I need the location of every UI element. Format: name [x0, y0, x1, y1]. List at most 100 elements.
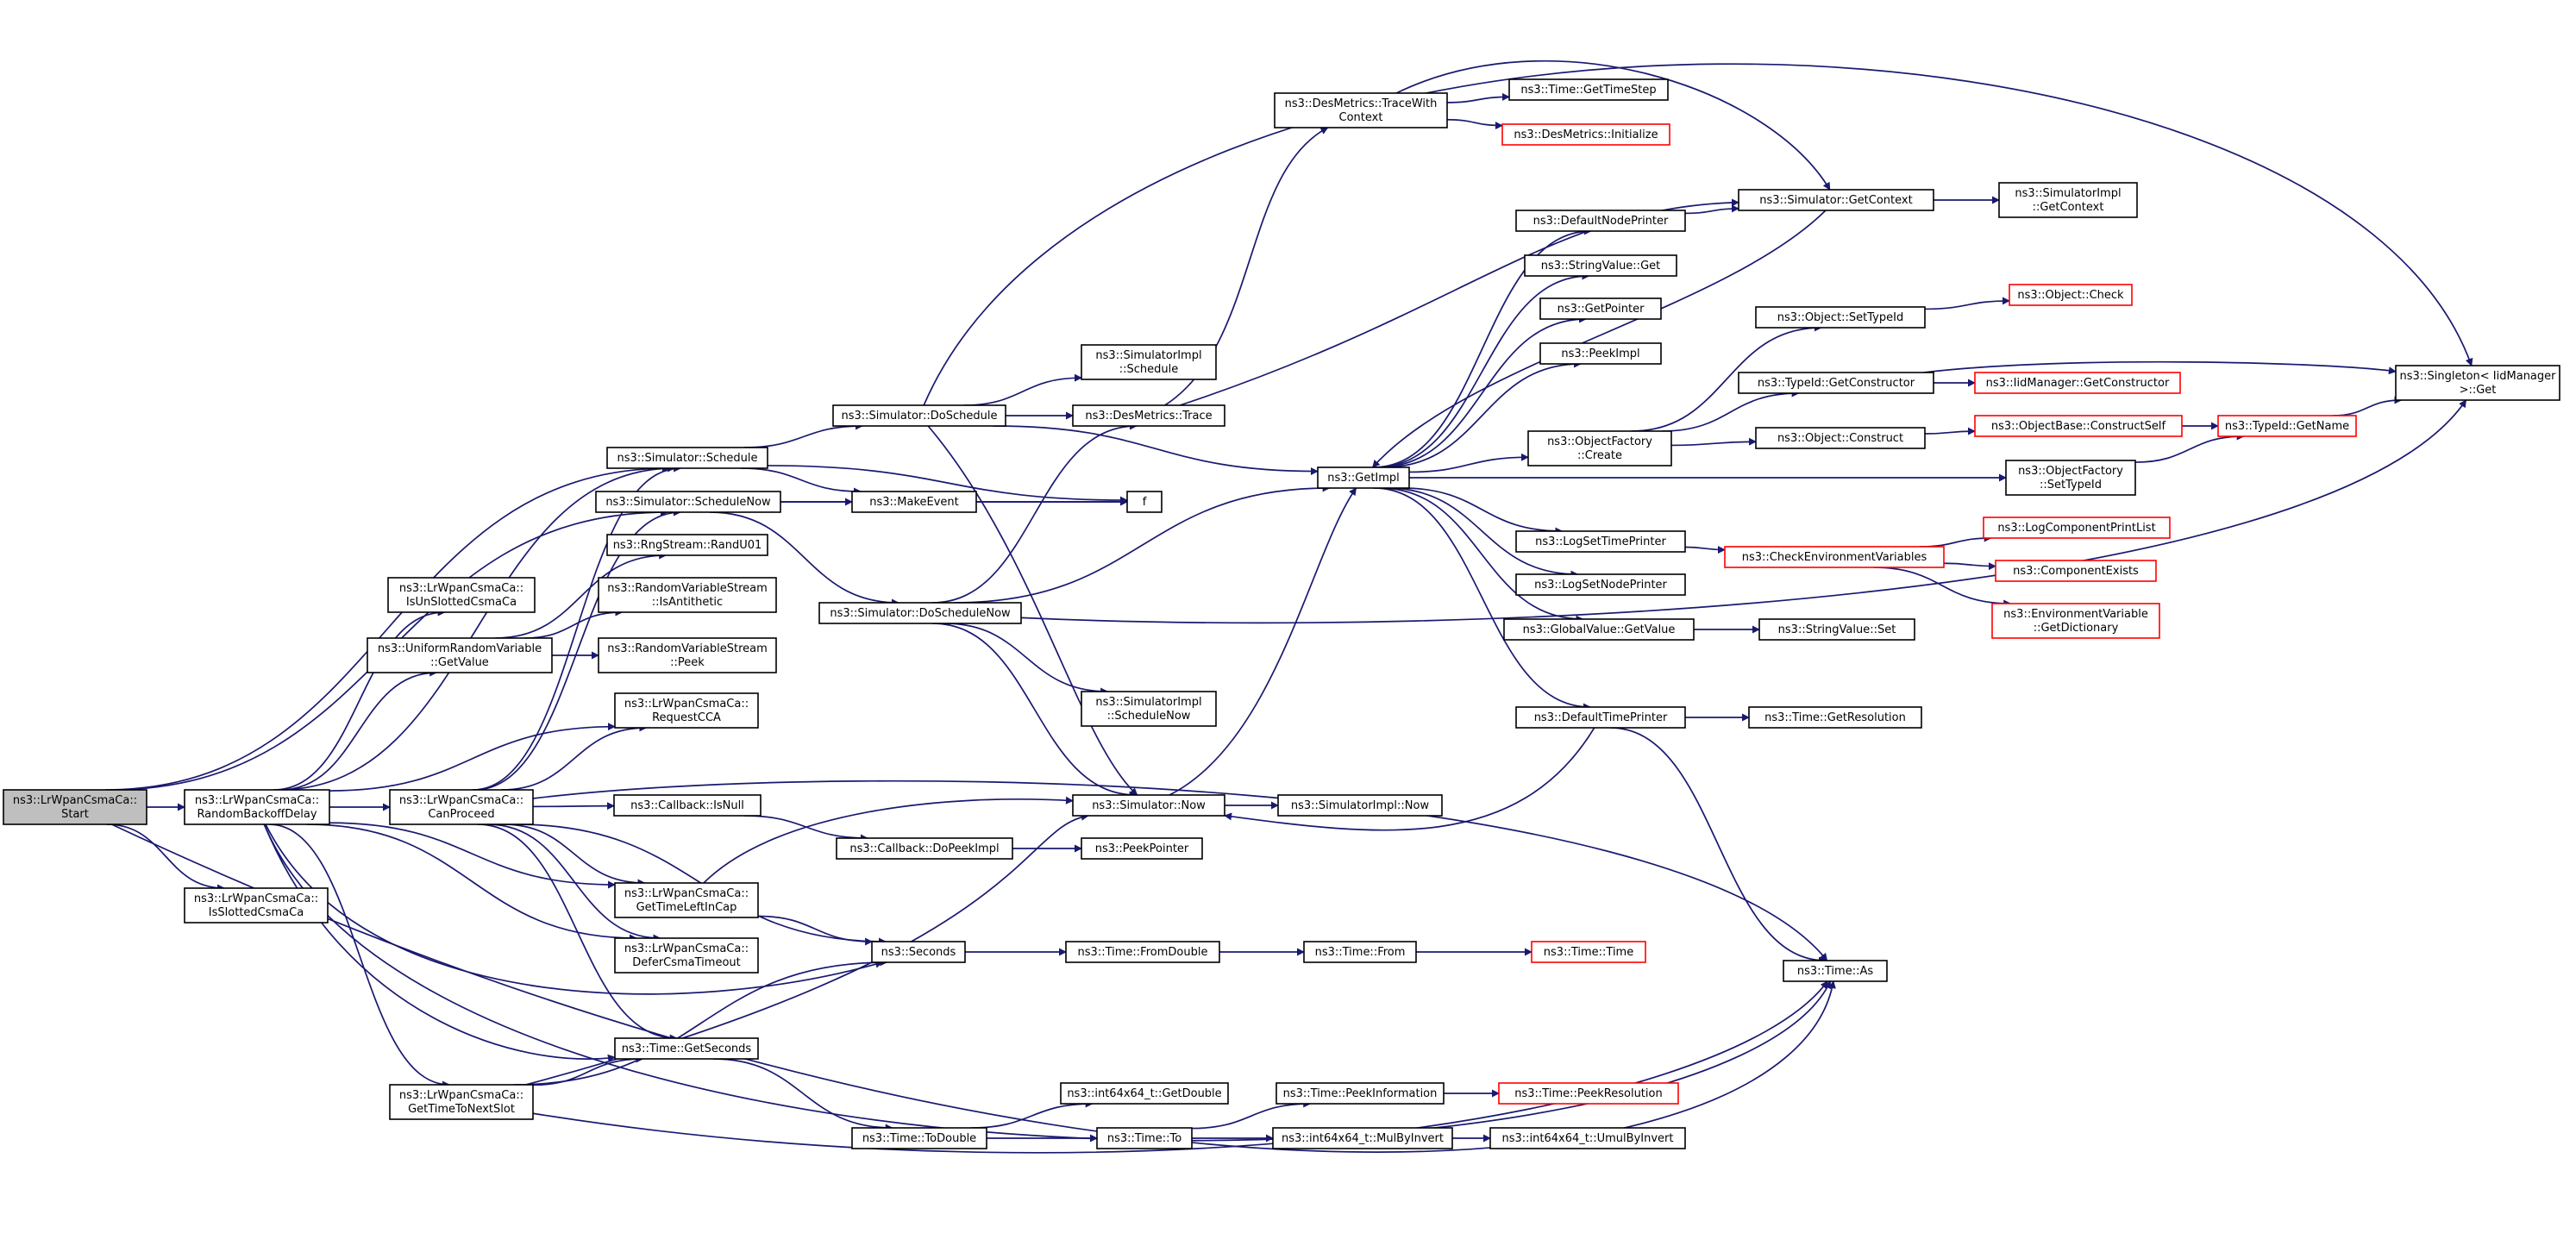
node-box[interactable]	[598, 637, 777, 673]
node-box[interactable]	[1515, 573, 1686, 596]
graph-node-requestcca[interactable]: ns3::LrWpanCsmaCa::RequestCCA	[614, 692, 759, 729]
node-box[interactable]	[1758, 618, 1915, 641]
graph-node-urvget[interactable]: ns3::UniformRandomVariable::GetValue	[367, 637, 553, 673]
node-box[interactable]	[1995, 560, 2157, 582]
graph-node-deftimeprinter[interactable]: ns3::DefaultTimePrinter	[1515, 706, 1686, 729]
node-box[interactable]	[1303, 941, 1417, 963]
node-box[interactable]	[1755, 427, 1926, 449]
node-box[interactable]	[1515, 706, 1686, 729]
node-box[interactable]	[1755, 306, 1926, 329]
graph-node-timeas[interactable]: ns3::Time::As	[1783, 960, 1888, 982]
node-box[interactable]	[1096, 1127, 1193, 1149]
node-box[interactable]	[851, 491, 977, 513]
node-box[interactable]	[184, 887, 329, 924]
node-box[interactable]	[1738, 189, 1934, 211]
graph-node-defercsma[interactable]: ns3::LrWpanCsmaCa::DeferCsmaTimeout	[614, 937, 759, 974]
graph-node-typeidgetctor[interactable]: ns3::TypeId::GetConstructor	[1738, 372, 1934, 394]
node-box[interactable]	[1274, 92, 1448, 128]
graph-node-getcontext[interactable]: ns3::Simulator::GetContext	[1738, 189, 1934, 211]
node-box[interactable]	[184, 789, 330, 825]
node-box[interactable]	[614, 692, 759, 729]
node-box[interactable]	[1081, 837, 1203, 860]
node-box[interactable]	[389, 1084, 534, 1120]
node-box[interactable]	[1503, 618, 1695, 641]
node-box[interactable]	[1072, 404, 1225, 427]
graph-node-umulbyinv[interactable]: ns3::int64x64_t::UmulByInvert	[1489, 1127, 1686, 1149]
node-box[interactable]	[1081, 691, 1217, 727]
node-box[interactable]	[1748, 706, 1922, 729]
graph-node-simimplnow[interactable]: ns3::SimulatorImpl::Now	[1277, 794, 1443, 817]
graph-node-defnodeprinter[interactable]: ns3::DefaultNodePrinter	[1515, 210, 1686, 232]
node-box[interactable]	[1498, 1082, 1679, 1105]
graph-node-isslotted[interactable]: ns3::LrWpanCsmaCa::IsSlottedCsmaCa	[184, 887, 329, 924]
graph-node-objsettypeid[interactable]: ns3::Object::SetTypeId	[1755, 306, 1926, 329]
graph-node-gettimeleft[interactable]: ns3::LrWpanCsmaCa::GetTimeLeftInCap	[614, 882, 759, 918]
graph-node-logcompprint[interactable]: ns3::LogComponentPrintList	[1983, 517, 2171, 539]
graph-node-isanti[interactable]: ns3::RandomVariableStream::IsAntithetic	[598, 577, 777, 613]
graph-node-simimplschednow[interactable]: ns3::SimulatorImpl::ScheduleNow	[1081, 691, 1217, 727]
graph-node-getresolution[interactable]: ns3::Time::GetResolution	[1748, 706, 1922, 729]
graph-node-getpointer[interactable]: ns3::GetPointer	[1539, 297, 1662, 320]
node-box[interactable]	[818, 602, 1022, 624]
node-box[interactable]	[832, 404, 1006, 427]
node-box[interactable]	[1317, 466, 1410, 489]
node-box[interactable]	[836, 837, 1013, 860]
graph-node-start[interactable]: ns3::LrWpanCsmaCa::Start	[3, 789, 147, 825]
graph-node-logsetnode[interactable]: ns3::LogSetNodePrinter	[1515, 573, 1686, 596]
node-box[interactable]	[1501, 123, 1670, 146]
graph-node-objfactsettypeid[interactable]: ns3::ObjectFactory::SetTypeId	[2005, 460, 2136, 496]
node-box[interactable]	[367, 637, 553, 673]
graph-node-desmeinit[interactable]: ns3::DesMetrics::Initialize	[1501, 123, 1670, 146]
node-box[interactable]	[1272, 1127, 1453, 1149]
graph-node-canproceed[interactable]: ns3::LrWpanCsmaCa::CanProceed	[389, 789, 534, 825]
graph-node-objconstruct[interactable]: ns3::Object::Construct	[1755, 427, 1926, 449]
graph-node-time[interactable]: ns3::Time::Time	[1531, 941, 1646, 963]
graph-node-rbd[interactable]: ns3::LrWpanCsmaCa::RandomBackoffDelay	[184, 789, 330, 825]
node-box[interactable]	[1974, 415, 2183, 437]
graph-node-simimplsched[interactable]: ns3::SimulatorImpl::Schedule	[1081, 344, 1217, 380]
graph-node-simnow[interactable]: ns3::Simulator::Now	[1072, 794, 1225, 817]
node-box[interactable]	[1489, 1127, 1686, 1149]
node-box[interactable]	[2395, 365, 2560, 401]
graph-node-getdouble[interactable]: ns3::int64x64_t::GetDouble	[1060, 1082, 1229, 1105]
graph-node-getimpl[interactable]: ns3::GetImpl	[1317, 466, 1410, 489]
node-box[interactable]	[389, 789, 534, 825]
node-box[interactable]	[1527, 430, 1672, 466]
node-box[interactable]	[1515, 530, 1686, 553]
graph-node-typeidgetname[interactable]: ns3::TypeId::GetName	[2217, 415, 2357, 437]
node-box[interactable]	[613, 794, 762, 817]
graph-node-doschednow[interactable]: ns3::Simulator::DoScheduleNow	[818, 602, 1022, 624]
graph-node-strvalget[interactable]: ns3::StringValue::Get	[1524, 254, 1677, 277]
graph-node-iidgetctor[interactable]: ns3::IidManager::GetConstructor	[1974, 372, 2181, 394]
node-box[interactable]	[1508, 78, 1669, 101]
node-box[interactable]	[1275, 1082, 1445, 1105]
node-box[interactable]	[1081, 344, 1217, 380]
graph-node-peekpointer[interactable]: ns3::PeekPointer	[1081, 837, 1203, 860]
node-box[interactable]	[1724, 546, 1945, 568]
node-box[interactable]	[606, 447, 768, 469]
graph-node-from[interactable]: ns3::Time::From	[1303, 941, 1417, 963]
node-box[interactable]	[1065, 941, 1220, 963]
graph-node-gettimenext[interactable]: ns3::LrWpanCsmaCa::GetTimeToNextSlot	[389, 1084, 534, 1120]
node-box[interactable]	[595, 491, 781, 513]
graph-node-envgetdict[interactable]: ns3::EnvironmentVariable::GetDictionary	[1991, 603, 2160, 639]
node-box[interactable]	[1983, 517, 2171, 539]
node-box[interactable]	[1515, 210, 1686, 232]
node-box[interactable]	[1998, 182, 2138, 218]
node-box[interactable]	[851, 1127, 987, 1149]
graph-node-singleton[interactable]: ns3::Singleton< IidManager >::Get	[2395, 365, 2560, 401]
graph-node-strvalset[interactable]: ns3::StringValue::Set	[1758, 618, 1915, 641]
graph-node-rvspeek[interactable]: ns3::RandomVariableStream::Peek	[598, 637, 777, 673]
graph-node-peekimpl[interactable]: ns3::PeekImpl	[1539, 342, 1662, 365]
node-box[interactable]	[1072, 794, 1225, 817]
node-box[interactable]	[614, 882, 759, 918]
node-box[interactable]	[614, 937, 759, 974]
graph-node-gettimestep[interactable]: ns3::Time::GetTimeStep	[1508, 78, 1669, 101]
graph-node-randu01[interactable]: ns3::RngStream::RandU01	[606, 534, 768, 556]
graph-node-sched[interactable]: ns3::Simulator::Schedule	[606, 447, 768, 469]
node-box[interactable]	[606, 534, 768, 556]
graph-node-to[interactable]: ns3::Time::To	[1096, 1127, 1193, 1149]
graph-node-seconds[interactable]: ns3::Seconds	[871, 941, 966, 963]
graph-node-constructself[interactable]: ns3::ObjectBase::ConstructSelf	[1974, 415, 2183, 437]
node-box[interactable]	[2217, 415, 2357, 437]
